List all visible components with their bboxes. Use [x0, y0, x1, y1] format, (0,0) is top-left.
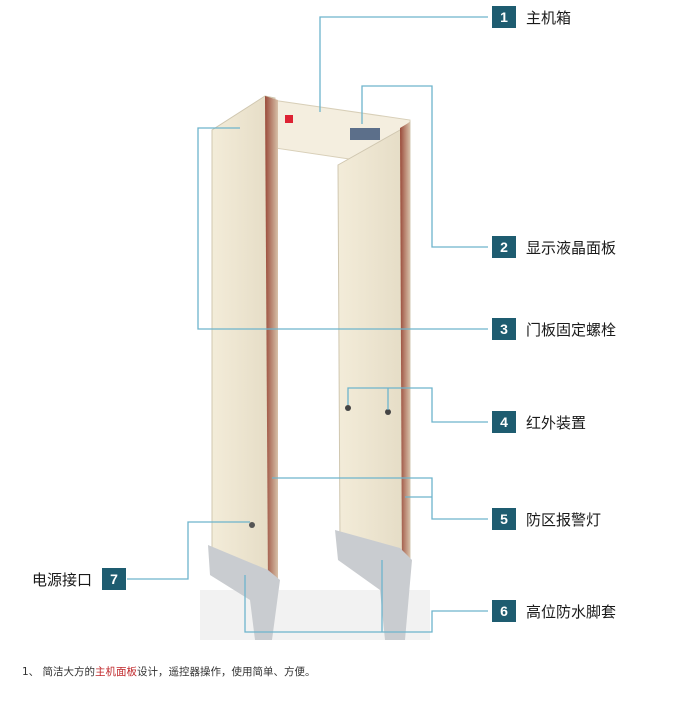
right-foot-cover	[335, 530, 412, 640]
infrared-sensor	[385, 409, 391, 415]
callout-number: 5	[492, 508, 516, 530]
callout-foot-covers: 6 高位防水脚套	[492, 600, 616, 622]
callout-zone-lights: 5 防区报警灯	[492, 508, 601, 530]
callout-infrared: 4 红外装置	[492, 411, 586, 433]
callout-number: 4	[492, 411, 516, 433]
infrared-sensor	[345, 405, 351, 411]
caption: 1、 简洁大方的主机面板设计，遥控器操作，使用简单、方便。	[22, 664, 316, 679]
right-door-panel	[337, 120, 411, 571]
callout-power-port: 电源接口 7	[32, 568, 127, 590]
brand-logo	[285, 115, 293, 123]
callout-number: 6	[492, 600, 516, 622]
callout-lcd-panel: 2 显示液晶面板	[492, 236, 616, 258]
callout-number: 3	[492, 318, 516, 340]
power-port	[249, 522, 255, 528]
caption-suffix: 设计，遥控器操作，使用简单、方便。	[137, 666, 316, 678]
caption-highlight: 主机面板	[95, 666, 138, 678]
left-door-edge	[265, 96, 278, 590]
callout-label: 红外装置	[526, 413, 587, 432]
lcd-panel	[350, 128, 380, 140]
callout-door-bolts: 3 门板固定螺栓	[492, 318, 616, 340]
callout-label: 门板固定螺栓	[526, 320, 617, 339]
callout-label: 高位防水脚套	[526, 602, 617, 621]
callout-label: 电源接口	[32, 570, 93, 589]
caption-prefix: 1、 简洁大方的	[22, 666, 96, 678]
leader-lines	[127, 16, 488, 633]
callout-label: 显示液晶面板	[526, 238, 617, 257]
left-foot-cover	[208, 545, 280, 640]
callout-label: 防区报警灯	[526, 510, 602, 529]
callout-label: 主机箱	[526, 8, 572, 27]
callout-main-box: 1 主机箱	[492, 6, 571, 28]
callout-number: 1	[492, 6, 516, 28]
right-door-edge	[400, 122, 410, 578]
callout-number: 7	[102, 568, 127, 590]
callout-number: 2	[492, 236, 516, 258]
